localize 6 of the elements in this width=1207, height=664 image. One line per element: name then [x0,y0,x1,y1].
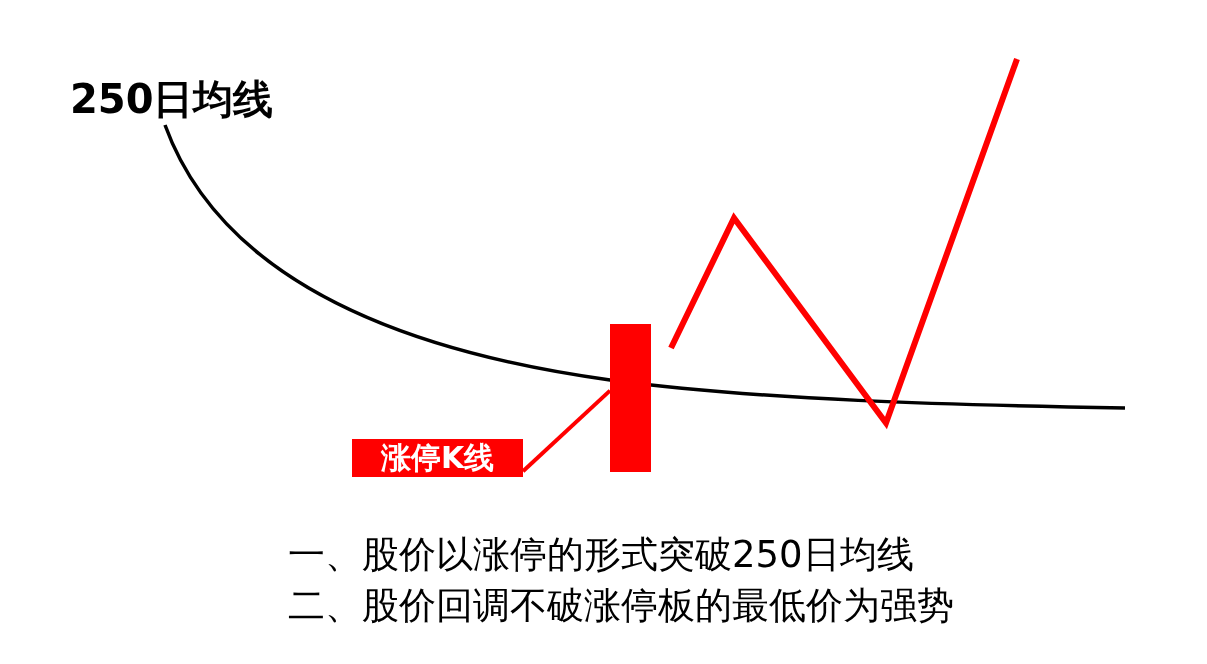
line-label: 250日均线 [70,76,274,122]
note-text: 二、股价回调不破涨停板的最低价为强势 [288,585,954,628]
label-box: 涨停K线 [352,439,523,477]
leader-line [521,389,612,473]
candlestick [610,324,651,472]
note-text: 一、股价以涨停的形式突破250日均线 [288,534,914,577]
